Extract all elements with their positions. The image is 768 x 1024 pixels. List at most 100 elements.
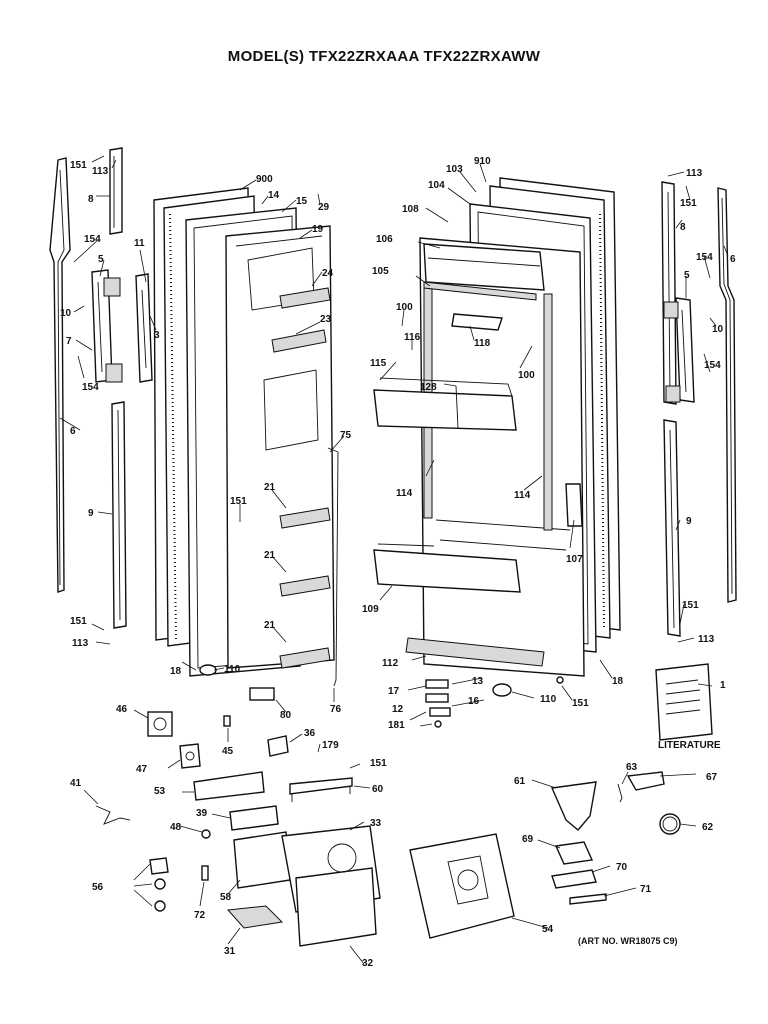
callout: 107 bbox=[566, 554, 583, 565]
callout: 6 bbox=[70, 426, 76, 437]
callout: 900 bbox=[256, 174, 273, 185]
part-36 bbox=[267, 735, 289, 757]
spring-63 bbox=[617, 783, 623, 803]
callout: 103 bbox=[446, 164, 463, 175]
left-door-shelves bbox=[271, 287, 331, 669]
callout: 80 bbox=[280, 710, 292, 721]
callout: 114 bbox=[396, 488, 413, 499]
left-trim-strip-6 bbox=[49, 157, 71, 593]
callout: 151 bbox=[70, 616, 87, 627]
callout: 151 bbox=[680, 198, 697, 209]
callout: 10 bbox=[60, 308, 72, 319]
callout: 181 bbox=[388, 720, 405, 731]
switch-47 bbox=[179, 743, 201, 769]
callout: 110 bbox=[540, 694, 557, 705]
callout: 3 bbox=[154, 330, 160, 341]
bracket-67 bbox=[626, 771, 665, 791]
dispenser-parts-group bbox=[95, 664, 381, 947]
left-handle-5 bbox=[91, 269, 123, 383]
callout: 151 bbox=[572, 698, 589, 709]
part-69 bbox=[554, 841, 594, 865]
callout: 58 bbox=[220, 892, 232, 903]
plate-53 bbox=[193, 771, 265, 801]
callout: 69 bbox=[522, 834, 534, 845]
callout: 18 bbox=[170, 666, 182, 677]
literature-booklet-1 bbox=[655, 663, 713, 741]
callout: 19 bbox=[312, 224, 324, 235]
callout: 31 bbox=[224, 946, 236, 957]
part-56-c bbox=[154, 900, 166, 912]
callout: 7 bbox=[66, 336, 72, 347]
callout: 46 bbox=[116, 704, 128, 715]
hinge-hardware-group bbox=[425, 676, 564, 728]
callout: 14 bbox=[268, 190, 280, 201]
callout: 16 bbox=[468, 696, 480, 707]
callout: 17 bbox=[388, 686, 400, 697]
right-door-bin-109 bbox=[373, 543, 521, 593]
part-56-a bbox=[149, 857, 169, 875]
callout: 29 bbox=[318, 202, 330, 213]
callout: 48 bbox=[170, 822, 182, 833]
callout: 45 bbox=[222, 746, 234, 757]
right-trim-strip-8 bbox=[661, 181, 677, 405]
callout: 128 bbox=[420, 382, 437, 393]
callout: 39 bbox=[196, 808, 208, 819]
callout: 112 bbox=[382, 658, 399, 669]
callout: 56 bbox=[92, 882, 104, 893]
right-door-shelf-115 bbox=[373, 377, 517, 431]
callout: 151 bbox=[70, 160, 87, 171]
switch-46 bbox=[147, 711, 173, 737]
part-110-right bbox=[492, 683, 512, 697]
left-trim-strip-9 bbox=[111, 401, 127, 629]
callout: 11 bbox=[134, 238, 145, 249]
callout: 72 bbox=[194, 910, 206, 921]
chute-33 bbox=[327, 843, 357, 873]
panel-39 bbox=[229, 805, 279, 831]
part-80 bbox=[249, 687, 275, 701]
callout: 910 bbox=[474, 156, 491, 167]
callout: 109 bbox=[362, 604, 379, 615]
right-door-bottom-trim-112 bbox=[405, 637, 545, 667]
callout: 154 bbox=[696, 252, 713, 263]
bracket-60 bbox=[289, 777, 353, 795]
callout: 61 bbox=[514, 776, 526, 787]
light-48 bbox=[201, 829, 211, 839]
ice-chute-parts-group bbox=[409, 771, 681, 939]
callout: 105 bbox=[372, 266, 389, 277]
callout: 13 bbox=[472, 676, 484, 687]
callout: 100 bbox=[396, 302, 413, 313]
callout: 63 bbox=[626, 762, 638, 773]
callout: 41 bbox=[70, 778, 82, 789]
right-trim-strip-9 bbox=[663, 419, 681, 637]
callout: 116 bbox=[404, 332, 421, 343]
callout: 21 bbox=[264, 482, 276, 493]
right-door-liner bbox=[419, 237, 585, 677]
callout-labels: 151 113 8 154 5 11 10 3 7 154 6 9 151 11… bbox=[60, 156, 736, 969]
callout: 6 bbox=[730, 254, 736, 265]
left-door-rod-76 bbox=[327, 447, 339, 687]
callout: 100 bbox=[518, 370, 535, 381]
callout: 151 bbox=[682, 600, 699, 611]
callout: 154 bbox=[704, 360, 721, 371]
callout: 67 bbox=[706, 772, 718, 783]
housing-58 bbox=[233, 831, 291, 889]
part-56-b bbox=[154, 878, 166, 890]
callout: 76 bbox=[330, 704, 342, 715]
left-trim-strip-8 bbox=[109, 147, 123, 235]
callout: 1 bbox=[720, 680, 726, 691]
callout: 70 bbox=[616, 862, 628, 873]
page-title: MODEL(S) TFX22ZRXAAA TFX22ZRXAWW bbox=[227, 48, 541, 65]
callout: 113 bbox=[92, 166, 109, 177]
callout: 47 bbox=[136, 764, 148, 775]
right-door-dairy-cover-106 bbox=[423, 243, 545, 301]
callout: 5 bbox=[684, 270, 690, 281]
callout: 9 bbox=[686, 516, 692, 527]
callout: 5 bbox=[98, 254, 104, 265]
callout: 33 bbox=[370, 818, 382, 829]
callout: 151 bbox=[370, 758, 387, 769]
chute-61 bbox=[550, 781, 597, 831]
callout: 23 bbox=[320, 314, 332, 325]
callout: 113 bbox=[72, 638, 89, 649]
